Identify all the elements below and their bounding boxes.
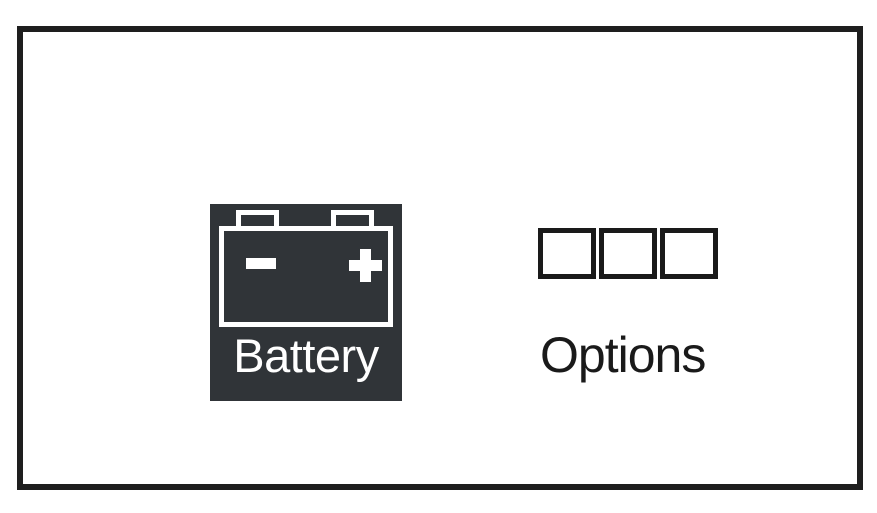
negative-terminal-post-icon: [236, 210, 279, 227]
canvas-frame: Battery Options: [17, 26, 863, 490]
options-group[interactable]: Options: [538, 228, 738, 381]
option-boxes-row: [538, 228, 738, 279]
battery-icon-tile[interactable]: Battery: [210, 204, 402, 401]
battery-label: Battery: [233, 329, 379, 382]
option-box-1[interactable]: [538, 228, 596, 279]
minus-sign-icon: [246, 258, 276, 269]
option-box-2[interactable]: [599, 228, 657, 279]
positive-terminal-post-icon: [331, 210, 374, 227]
plus-sign-icon: [349, 249, 382, 282]
option-box-3[interactable]: [660, 228, 718, 279]
battery-body-icon: [219, 226, 393, 327]
options-label: Options: [540, 327, 706, 383]
